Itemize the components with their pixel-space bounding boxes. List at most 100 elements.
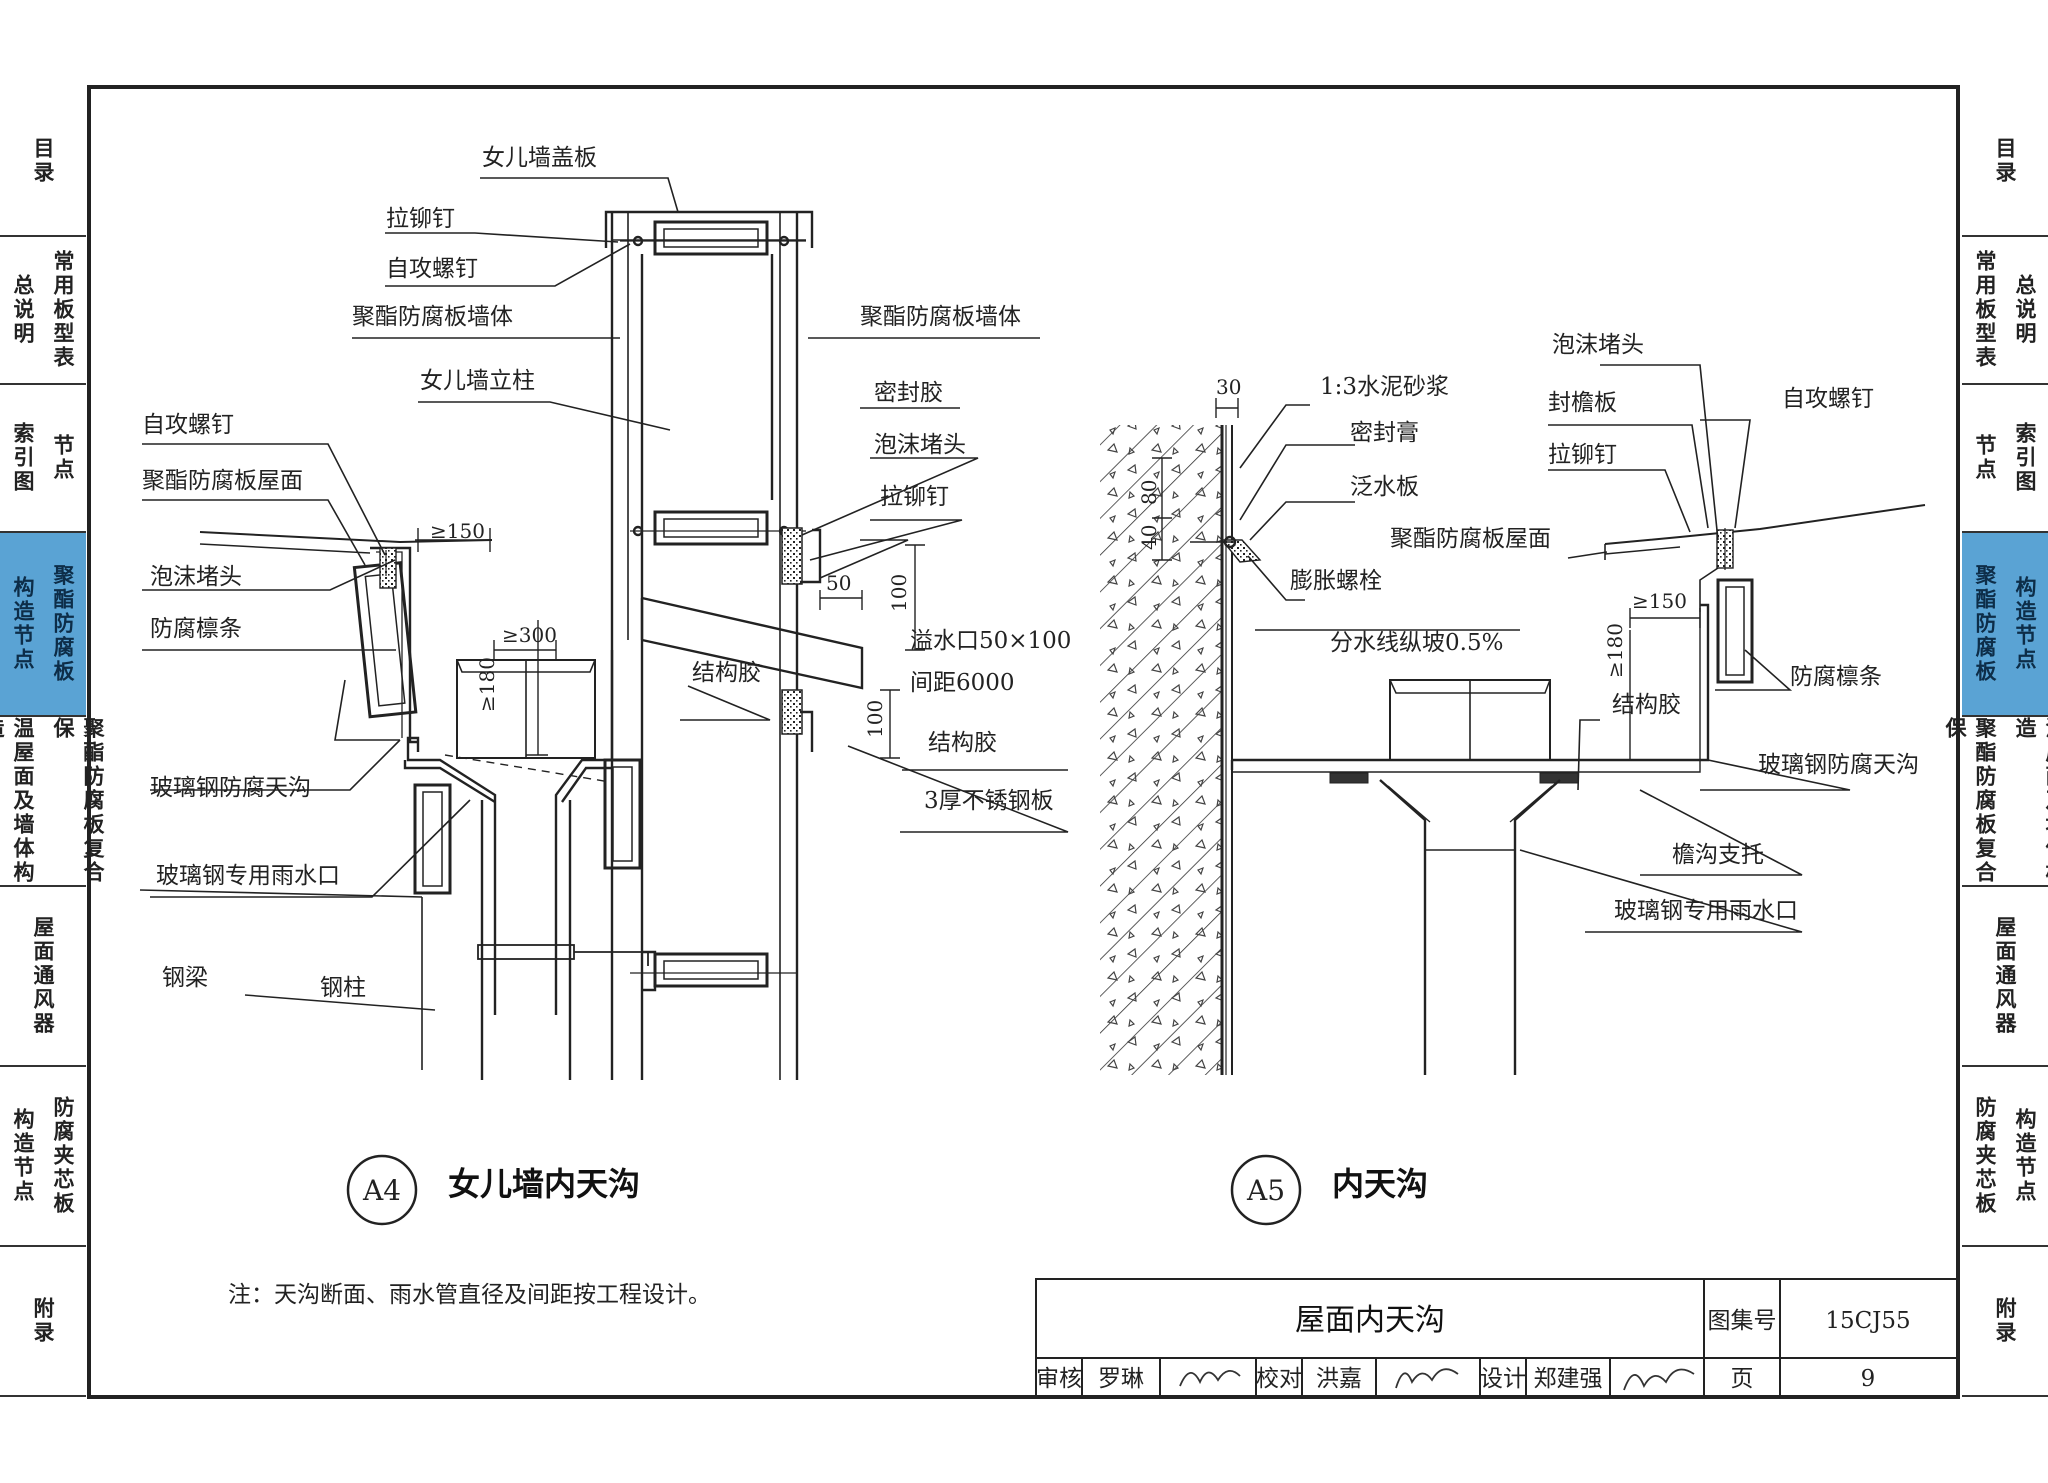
side-tab-label: 总说明 — [2013, 274, 2037, 346]
side-tab[interactable]: 聚酯防腐板复合保温屋面及墙体构造 — [1943, 717, 2048, 887]
a5-labels: 1:3水泥砂浆 密封膏 泛水板 聚酯防腐板屋面 膨胀螺栓 分水线纵坡0.5% 泡… — [1290, 332, 1919, 924]
badge-a4: A4 — [362, 1174, 401, 1207]
side-tab-label: 聚酯防腐板复合保 — [1943, 717, 1997, 885]
badge-a5: A5 — [1246, 1174, 1285, 1207]
label-roof-a5: 聚酯防腐板屋面 — [1390, 526, 1551, 552]
side-tab-label: 总说明 — [11, 274, 35, 346]
side-tab[interactable]: 防腐夹芯板构造节点 — [1962, 1067, 2048, 1247]
check-label: 校对 — [1256, 1366, 1302, 1392]
label-frp-gutter: 玻璃钢防腐天沟 — [150, 775, 311, 801]
detail-a5 — [1100, 425, 1926, 1075]
label-steel-plate: 3厚不锈钢板 — [924, 788, 1054, 814]
side-tab-label: 索引图 — [11, 422, 35, 494]
detail-title-a5: A5 内天沟 — [1230, 1154, 1428, 1226]
label-cap: 女儿墙盖板 — [482, 145, 597, 171]
a5-leaders — [1239, 364, 1851, 933]
side-tab[interactable]: 聚酯防腐板构造节点 — [1962, 533, 2048, 717]
title-block — [1035, 1278, 1959, 1398]
side-tab-label: 防腐夹芯板 — [1973, 1096, 1997, 1216]
label-purlin: 防腐檩条 — [150, 616, 242, 642]
a5-dim-labels: 30 80 40 ≥150 ≥180 — [1137, 375, 1687, 678]
side-tab[interactable]: 附录 — [0, 1247, 86, 1397]
dim-180-a5: ≥180 — [1603, 623, 1627, 678]
side-tab[interactable]: 目录 — [0, 87, 86, 237]
side-tab-label: 构造节点 — [11, 576, 35, 672]
side-tab[interactable]: 构造节点防腐夹芯板 — [0, 1067, 86, 1247]
side-tab[interactable]: 屋面通风器 — [1962, 887, 2048, 1067]
label-glue-mid: 结构胶 — [692, 660, 761, 686]
label-sealant-a5: 密封膏 — [1350, 420, 1419, 446]
left-tab-strip: 目录总说明常用板型表索引图节点构造节点聚酯防腐板温屋面及墙体构造聚酯防腐板复合保… — [0, 87, 105, 1397]
side-tab-label: 温屋面及墙体构造 — [0, 717, 35, 885]
side-tab[interactable]: 屋面通风器 — [0, 887, 86, 1067]
label-glue-a5: 结构胶 — [1612, 692, 1681, 718]
side-tab-label: 聚酯防腐板复合保 — [51, 717, 105, 885]
side-tab[interactable]: 常用板型表总说明 — [1962, 237, 2048, 385]
label-overflow: 溢水口50×100 — [910, 628, 1071, 654]
side-tab-label: 节点 — [1973, 434, 1997, 482]
a4-leaders — [142, 177, 1069, 898]
label-purlin-a5: 防腐檩条 — [1790, 664, 1882, 690]
side-tab-label: 构造节点 — [2013, 576, 2037, 672]
label-mortar: 1:3水泥砂浆 — [1320, 374, 1449, 400]
dim-300: ≥300 — [502, 623, 557, 647]
designer: 郑建强 — [1534, 1366, 1603, 1392]
side-tab-label: 屋面通风器 — [1993, 916, 2017, 1036]
side-tab-label: 构造节点 — [2013, 1108, 2037, 1204]
dim-100b: 100 — [863, 700, 887, 738]
dim-150-a5: ≥150 — [1632, 589, 1687, 613]
label-roof: 聚酯防腐板屋面 — [142, 468, 303, 494]
detail-a4 — [139, 210, 864, 1080]
side-tab-label: 目录 — [31, 137, 55, 185]
dim-40: 40 — [1137, 525, 1161, 550]
right-tab-strip: 目录常用板型表总说明节点索引图聚酯防腐板构造节点聚酯防腐板复合保温屋面及墙体构造… — [1943, 87, 2048, 1397]
label-foam-left: 泡沫堵头 — [150, 564, 242, 590]
drawing-title: 屋面内天沟 — [1295, 1303, 1445, 1338]
dim-80: 80 — [1137, 480, 1161, 505]
label-wall-left: 聚酯防腐板墙体 — [352, 304, 513, 330]
side-tab-label: 构造节点 — [11, 1108, 35, 1204]
label-rivet-top: 拉铆钉 — [386, 206, 455, 232]
checker-signature — [1395, 1368, 1459, 1389]
checker: 洪嘉 — [1316, 1366, 1362, 1392]
side-tab-label: 常用板型表 — [1973, 250, 1997, 370]
label-eave: 封檐板 — [1548, 390, 1617, 416]
label-foam-a5: 泡沫堵头 — [1552, 332, 1644, 358]
atlas-number: 15CJ55 — [1825, 1308, 1910, 1334]
side-tab[interactable]: 附录 — [1962, 1247, 2048, 1397]
reviewer: 罗琳 — [1098, 1366, 1144, 1392]
a4-labels: 女儿墙盖板 拉铆钉 自攻螺钉 聚酯防腐板墙体 聚酯防腐板墙体 女儿墙立柱 密封胶… — [142, 145, 1071, 1001]
side-tab[interactable]: 总说明常用板型表 — [0, 237, 86, 385]
label-screw-top: 自攻螺钉 — [386, 256, 478, 282]
side-tab-label: 目录 — [1993, 137, 2017, 185]
side-tab[interactable]: 索引图节点 — [0, 385, 86, 533]
side-tab[interactable]: 目录 — [1962, 87, 2048, 237]
side-tab-label: 索引图 — [2013, 422, 2037, 494]
dim-30: 30 — [1216, 375, 1241, 399]
label-spacing: 间距6000 — [910, 670, 1015, 696]
label-post: 女儿墙立柱 — [420, 368, 535, 394]
side-tab[interactable]: 节点索引图 — [1962, 385, 2048, 533]
label-frp-gutter-a5: 玻璃钢防腐天沟 — [1758, 752, 1919, 778]
side-tab[interactable]: 构造节点聚酯防腐板 — [0, 533, 86, 717]
atlas-label: 图集号 — [1708, 1308, 1777, 1334]
side-tab-label: 聚酯防腐板 — [51, 564, 75, 684]
label-screw-left: 自攻螺钉 — [142, 412, 234, 438]
side-tab-label: 屋面通风器 — [31, 916, 55, 1036]
label-slope: 分水线纵坡0.5% — [1330, 630, 1503, 656]
side-tab-label: 附录 — [31, 1297, 55, 1345]
title-a5: 内天沟 — [1332, 1165, 1428, 1203]
side-tab[interactable]: 温屋面及墙体构造聚酯防腐板复合保 — [0, 717, 105, 887]
sheet-frame — [87, 85, 1960, 1399]
a4-dimensions — [415, 528, 925, 759]
label-frp-outlet: 玻璃钢专用雨水口 — [156, 863, 340, 889]
label-flashing: 泛水板 — [1350, 474, 1419, 500]
reviewer-signature — [1179, 1370, 1241, 1387]
title-a4: 女儿墙内天沟 — [448, 1165, 640, 1203]
side-tab-label: 防腐夹芯板 — [51, 1096, 75, 1216]
side-tab-label: 节点 — [51, 434, 75, 482]
dim-50: 50 — [826, 571, 851, 595]
label-glue-right: 结构胶 — [928, 730, 997, 756]
review-label: 审核 — [1036, 1366, 1082, 1392]
